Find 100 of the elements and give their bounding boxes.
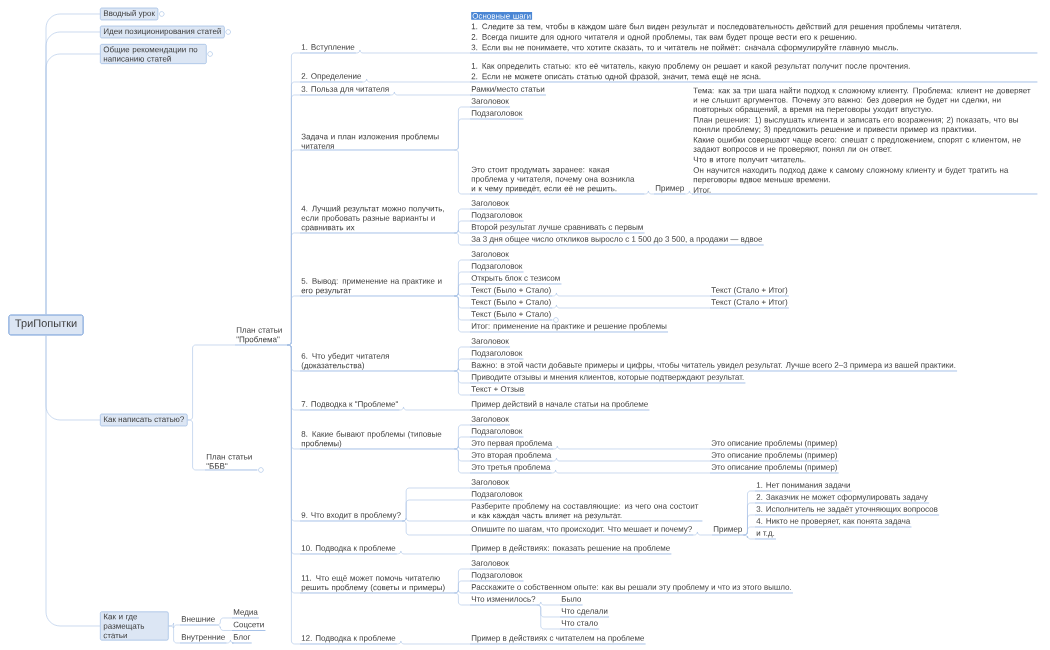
connector-line bbox=[399, 406, 471, 411]
topic-label: Заголовок bbox=[469, 251, 511, 261]
topic-label: 2. Определение bbox=[299, 73, 363, 83]
topic-label: 4. Никто не проверяет, как понята задача bbox=[754, 518, 912, 528]
connector-line bbox=[355, 49, 471, 54]
connector-line bbox=[216, 617, 233, 626]
topic-label: Текст (Было + Стало) bbox=[469, 299, 553, 309]
connector-line bbox=[187, 419, 206, 471]
topic-label: 9. Что входит в проблему? bbox=[299, 511, 403, 522]
topic-label: За 3 дня общее число откликов выросло с 1 500 до 3 500, а продажи — вдвое bbox=[469, 235, 765, 246]
topic-label: 10. Подводка к проблеме bbox=[299, 544, 398, 555]
topic-label: Итог: применение на практике и решение проблемы bbox=[469, 322, 669, 333]
topic-label: Медиа bbox=[231, 609, 260, 619]
topic-label: Рамки/место статьи bbox=[469, 86, 547, 96]
connector-line bbox=[216, 624, 233, 631]
topic-label: 7. Подводка к "Проблеме" bbox=[299, 400, 400, 411]
topic-label: 5. Вывод: применение на практике и его результат bbox=[299, 278, 455, 297]
topic-label: Подзаголовок bbox=[469, 263, 524, 273]
topic-label: Пример bbox=[653, 185, 686, 195]
topic-label: Текст (Было + Стало) bbox=[469, 311, 553, 321]
connector-line bbox=[396, 550, 471, 555]
note-text: 1. Как определить статью: кто её читатель, какую проблему он решает и какой результат получит после прочтения. 2. Если не можете описать статью одной фразой, значит, тема ещё не ясна. bbox=[469, 62, 1038, 83]
connector-line bbox=[454, 445, 471, 450]
topic-label: Подзаголовок bbox=[469, 212, 524, 222]
connector-line bbox=[390, 91, 471, 96]
topic-label: 8. Какие бывают проблемы (типовые проблемы) bbox=[299, 430, 455, 450]
connector-line bbox=[454, 232, 471, 246]
topic-label: Текст + Отзыв bbox=[469, 386, 526, 396]
connector-line bbox=[454, 448, 471, 474]
topic-label: 3. Исполнитель не задаёт уточняющих вопросов bbox=[754, 506, 940, 516]
connector-line bbox=[685, 190, 693, 195]
topic-label: Пример bbox=[711, 526, 744, 536]
tag-badge: Основные шаги bbox=[471, 12, 533, 20]
topic-label: Подзаголовок bbox=[469, 572, 524, 582]
topic-label: 2. Заказчик не может сформулировать задачу bbox=[754, 494, 930, 504]
topic-label: Это первая проблема bbox=[469, 439, 554, 450]
topic-box: Вводный урок bbox=[100, 7, 159, 21]
topic-label: 4. Лучший результат можно получить, если пробовать разные варианты и сравнивать их bbox=[299, 205, 455, 234]
connector-line bbox=[454, 370, 471, 396]
connector-line bbox=[551, 469, 711, 474]
topic-label: Важно: в этой части добавьте примеры и цифры, чтобы читатель увидел результат. Лучше всего 2–3 примера из вашей практики. bbox=[469, 361, 958, 372]
topic-label: Разберите проблему на составляющие: из чего она состоит и как каждая часть влияет на результат. bbox=[469, 502, 703, 522]
connector-line bbox=[45, 335, 101, 627]
connector-line bbox=[693, 531, 713, 536]
note-text: Основные шаги 1. Следите за тем, чтобы в каждом шаге был виден результат и последовательность действий для решения проблемы читателя. 2. Всегда пишите для одного читателя и одной проблемы, так вам будет проще вести его к решению. 3. Если вы не понимаете, что хотите сказать, то и читатель не поймёт: сначала сформулируйте главную мысль. bbox=[469, 12, 1038, 54]
topic-label: Подзаголовок bbox=[469, 350, 524, 360]
connector-line bbox=[553, 445, 711, 450]
topic-label: 12. Подводка к проблеме bbox=[299, 634, 398, 645]
topic-label: Это стоит продумать заранее: какая проблема у читателя, почему она возникла и к чему приведёт, если её не решить. bbox=[469, 166, 645, 195]
connector-line bbox=[168, 625, 181, 644]
topic-label: План статьи "Проблема" bbox=[234, 327, 288, 346]
connector-line bbox=[552, 292, 711, 297]
central-topic-box: ТриПопытки bbox=[8, 314, 84, 336]
connector-line bbox=[454, 149, 471, 195]
topic-label: Пример в действиях с читателем на проблеме bbox=[469, 634, 646, 645]
topic-label: Текст (Стало + Итог) bbox=[709, 287, 790, 297]
topic-label: и т.д. bbox=[754, 531, 777, 540]
connector-line bbox=[454, 118, 471, 151]
topic-label: 11. Что ещё может помочь читателю решить проблему (советы и примеры) bbox=[299, 575, 455, 594]
connector-line bbox=[743, 534, 756, 540]
topic-label: 6. Что убедит читателя (доказательства) bbox=[299, 352, 455, 372]
topic-label: Что стало bbox=[559, 620, 600, 630]
connector-line bbox=[226, 639, 234, 644]
topic-label: Это описание проблемы (пример) bbox=[709, 451, 840, 462]
topic-label: Подзаголовок bbox=[469, 491, 524, 501]
topic-label: Что изменилось? bbox=[469, 596, 538, 606]
topic-label: Это третья проблема bbox=[469, 463, 552, 474]
topic-label: Подзаголовок bbox=[469, 428, 524, 438]
topic-label: Расскажите о собственном опыте: как вы решали эту проблему и что из этого вышло. bbox=[469, 583, 794, 594]
topic-box: Общие рекомендации по написанию статей bbox=[100, 44, 207, 64]
topic-label: Блог bbox=[231, 634, 253, 644]
topic-label: Опишите по шагам, что происходит. Что мешает и почему? bbox=[469, 526, 694, 536]
topic-label: Приводите отзывы и мнения клиентов, которые подтверждают результат. bbox=[469, 374, 746, 384]
topic-label: Это описание проблемы (пример) bbox=[709, 463, 840, 474]
topic-label: Заголовок bbox=[469, 479, 511, 489]
connector-line bbox=[287, 295, 301, 346]
connector-line bbox=[552, 457, 711, 462]
connector-line bbox=[454, 229, 471, 234]
topic-label: Заголовок bbox=[469, 200, 511, 210]
topic-label: 3. Польза для читателя bbox=[299, 86, 391, 96]
note-text: Тема: как за три шага найти подход к сложному клиенту. Проблема: клиент не доверяет и не слышит аргументов. Почему это важно: без доверия не будет ни сделки, ни повторных обращений, а время на переговоры уходит впустую. План решения: 1) выслушать клиента и записать его возражения; 2) показать, что вы поняли проблему; 3) предложить решение и привести пример из практики. Какие ошибки совершают чаще всего: спешат с предложением, спорят с клиентом, не задают вопросов и не проверяют, понял ли он ответ. Что в итоге получит читатель. Он научится находить подход даже к самому сложному клиенту и будет тратить на переговоры вдвое меньше времени. Итог. bbox=[691, 87, 1038, 195]
connector-line bbox=[743, 526, 756, 536]
topic-label: Внешние bbox=[179, 616, 217, 626]
connector-line bbox=[454, 589, 471, 594]
connector-line bbox=[454, 592, 471, 606]
connector-line bbox=[454, 295, 471, 333]
connector-line bbox=[401, 517, 471, 522]
connector-line bbox=[552, 304, 711, 309]
topic-label: Заголовок bbox=[469, 98, 511, 108]
topic-label: Текст (Было + Стало) bbox=[469, 287, 553, 297]
connector-line bbox=[536, 604, 561, 630]
topic-label: 1. Вступление bbox=[299, 44, 357, 54]
topic-label: Что сделали bbox=[559, 608, 610, 618]
topic-label: Заголовок bbox=[469, 338, 511, 348]
topic-label: Было bbox=[559, 596, 583, 606]
topic-label: Соцсети bbox=[231, 621, 266, 631]
topic-label: Внутренние bbox=[179, 634, 227, 644]
topic-label: Пример в действиях: показать решение на проблеме bbox=[469, 544, 672, 555]
topic-label: Второй результат лучше сравнивать с первым bbox=[469, 223, 645, 234]
topic-box: Как и где размещать статьи bbox=[100, 611, 169, 641]
